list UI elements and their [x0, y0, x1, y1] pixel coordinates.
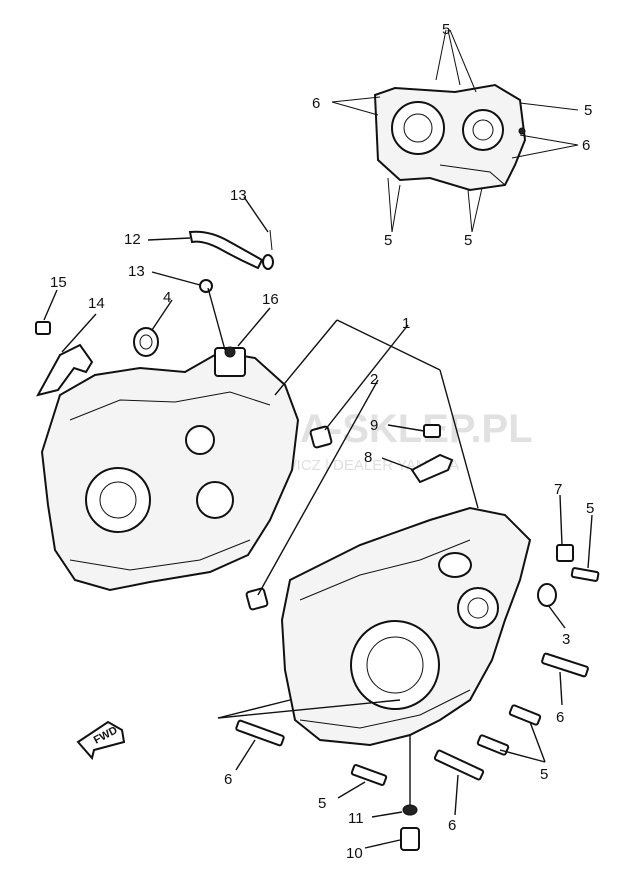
callout-13: 13 [230, 187, 247, 204]
callout-5: 5 [464, 232, 472, 249]
callout-6: 6 [448, 817, 456, 834]
right-crankcase [280, 506, 532, 747]
watermark-text: A-SKLEP.PL [300, 407, 533, 451]
callout-16: 16 [262, 291, 279, 308]
reference-crankcase [373, 83, 527, 192]
callout-5: 5 [318, 795, 326, 812]
dowel-pins [245, 425, 333, 611]
callout-1: 1 [402, 315, 410, 332]
callout-5: 5 [442, 21, 450, 38]
callout-12: 12 [124, 231, 141, 248]
reference-leader-lines [331, 29, 579, 233]
callout-6: 6 [224, 771, 232, 788]
callout-6: 6 [556, 709, 564, 726]
callout-10: 10 [346, 845, 363, 862]
callout-3: 3 [562, 631, 570, 648]
callout-4: 4 [163, 289, 171, 306]
small-parts-left [35, 321, 159, 397]
callout-11: 11 [348, 810, 364, 827]
breather-hose-assembly [188, 229, 274, 293]
seal-and-plug-right [410, 424, 574, 607]
callout-14: 14 [88, 295, 105, 312]
callout-13: 13 [128, 263, 145, 280]
left-crankcase [40, 346, 300, 592]
forward-direction-arrow: FWD [76, 720, 126, 761]
leader-lines [43, 196, 593, 849]
callout-5: 5 [384, 232, 392, 249]
callout-15: 15 [50, 274, 67, 291]
callout-6: 6 [582, 137, 590, 154]
crankcase-bolts [235, 567, 600, 851]
callout-labels: 5 6 5 6 5 5 13 12 13 15 14 4 16 1 2 9 8 … [50, 21, 594, 862]
callout-2: 2 [370, 371, 378, 388]
callout-6: 6 [312, 95, 320, 112]
callout-5: 5 [584, 102, 592, 119]
callout-9: 9 [370, 417, 378, 434]
callout-5: 5 [586, 500, 594, 517]
callout-7: 7 [554, 481, 562, 498]
callout-5: 5 [540, 766, 548, 783]
callout-8: 8 [364, 449, 372, 466]
